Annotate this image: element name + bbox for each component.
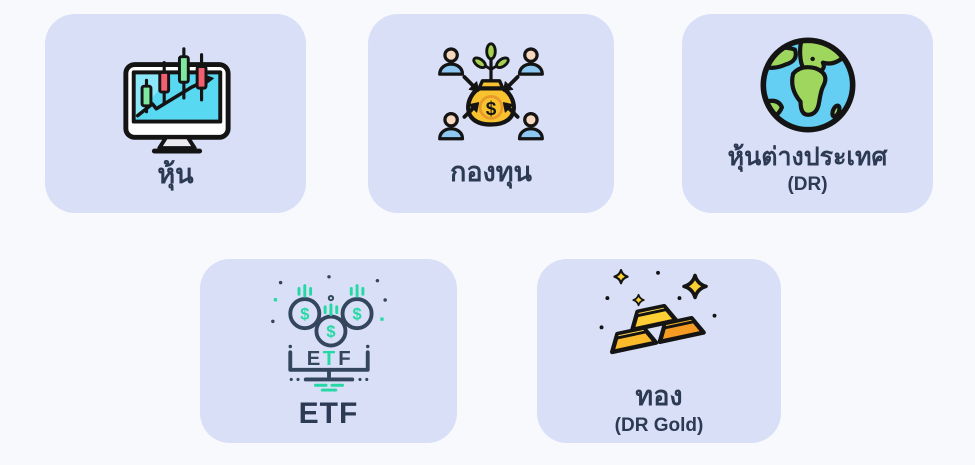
- card-label: ETF: [298, 397, 359, 431]
- dollar-sign: $: [486, 99, 497, 120]
- mutual-fund-icon: $: [428, 39, 554, 153]
- mutual-fund-graphic: $: [438, 42, 544, 141]
- card-label: หุ้น: [157, 159, 194, 190]
- globe-graphic: [760, 37, 855, 133]
- card-label: กองทุน: [449, 157, 532, 188]
- card-label: ทอง: [635, 381, 683, 412]
- dollar-sign: $: [326, 323, 335, 341]
- dollar-sign: $: [300, 306, 309, 324]
- dollar-sign: $: [352, 306, 361, 324]
- etf-letter-e: E: [306, 348, 320, 370]
- globe-icon: [754, 31, 862, 139]
- stock-monitor-graphic: [122, 47, 231, 154]
- card-sublabel: (DR Gold): [614, 414, 704, 436]
- etf-letter-t: T: [322, 348, 335, 370]
- gold-bars-icon: [584, 265, 734, 377]
- etf-coins-icon: $ $ $ E T F: [261, 271, 397, 393]
- card-sublabel: (DR): [787, 174, 828, 196]
- card-foreign-stocks-dr[interactable]: หุ้นต่างประเทศ (DR): [682, 14, 933, 213]
- etf-coins-graphic: $ $ $ E T F: [270, 275, 387, 392]
- etf-letter-f: F: [338, 348, 350, 370]
- gold-bars-graphic: [599, 269, 717, 355]
- card-label: หุ้นต่างประเทศ: [727, 143, 888, 172]
- card-stocks[interactable]: หุ้น: [45, 14, 306, 213]
- card-gold-dr[interactable]: ทอง (DR Gold): [537, 259, 781, 443]
- stock-monitor-icon: [109, 37, 243, 155]
- card-etf[interactable]: $ $ $ E T F ETF: [200, 259, 457, 443]
- card-mutual-funds[interactable]: $ กองทุน: [368, 14, 614, 213]
